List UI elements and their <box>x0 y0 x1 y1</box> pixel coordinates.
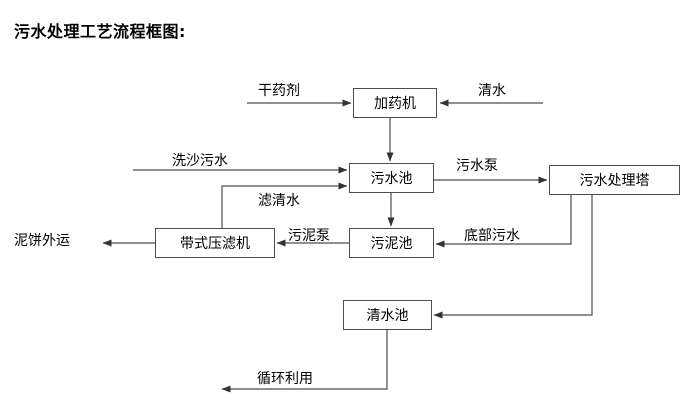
node-sewage-pool[interactable]: 污水池 <box>349 163 434 193</box>
edge-label-recycle-use: 循环利用 <box>257 371 313 387</box>
edge-label-sewage-pump: 污水泵 <box>456 158 498 174</box>
edge-label-dry-reagent: 干药剂 <box>258 83 300 99</box>
node-label: 带式压滤机 <box>180 236 250 252</box>
edge-label-bottom-sewage: 底部污水 <box>464 228 520 244</box>
edge-clean-water-pool-to-recycle <box>221 330 388 393</box>
edge-tower-to-sludge-pool <box>435 195 572 248</box>
node-belt-filter-press[interactable]: 带式压滤机 <box>155 228 275 258</box>
node-label: 污水池 <box>370 171 413 187</box>
edge-label-clean-water-in: 清水 <box>478 83 506 99</box>
edge-label-sludge-pump: 污泥泵 <box>288 228 330 244</box>
edge-tower-to-clean-water-pool <box>433 195 593 319</box>
edge-filter-press-to-sewage-pool <box>221 182 348 228</box>
page-title: 污水处理工艺流程框图: <box>14 22 186 41</box>
edge-label-sand-wash-sewage: 洗沙污水 <box>172 153 228 169</box>
node-label: 加药机 <box>374 96 416 112</box>
node-clean-water-pool[interactable]: 清水池 <box>343 300 432 330</box>
terminal-label-mud-cake-out: 泥饼外运 <box>14 233 70 249</box>
node-sewage-treatment-tower[interactable]: 污水处理塔 <box>549 165 680 195</box>
node-label: 清水池 <box>366 308 409 324</box>
node-label: 污水处理塔 <box>579 173 650 189</box>
edge-label-filtrate-water: 滤清水 <box>258 193 300 209</box>
node-sludge-pool[interactable]: 污泥池 <box>349 228 434 258</box>
node-label: 污泥池 <box>370 236 413 252</box>
node-dosing-machine[interactable]: 加药机 <box>353 88 437 118</box>
